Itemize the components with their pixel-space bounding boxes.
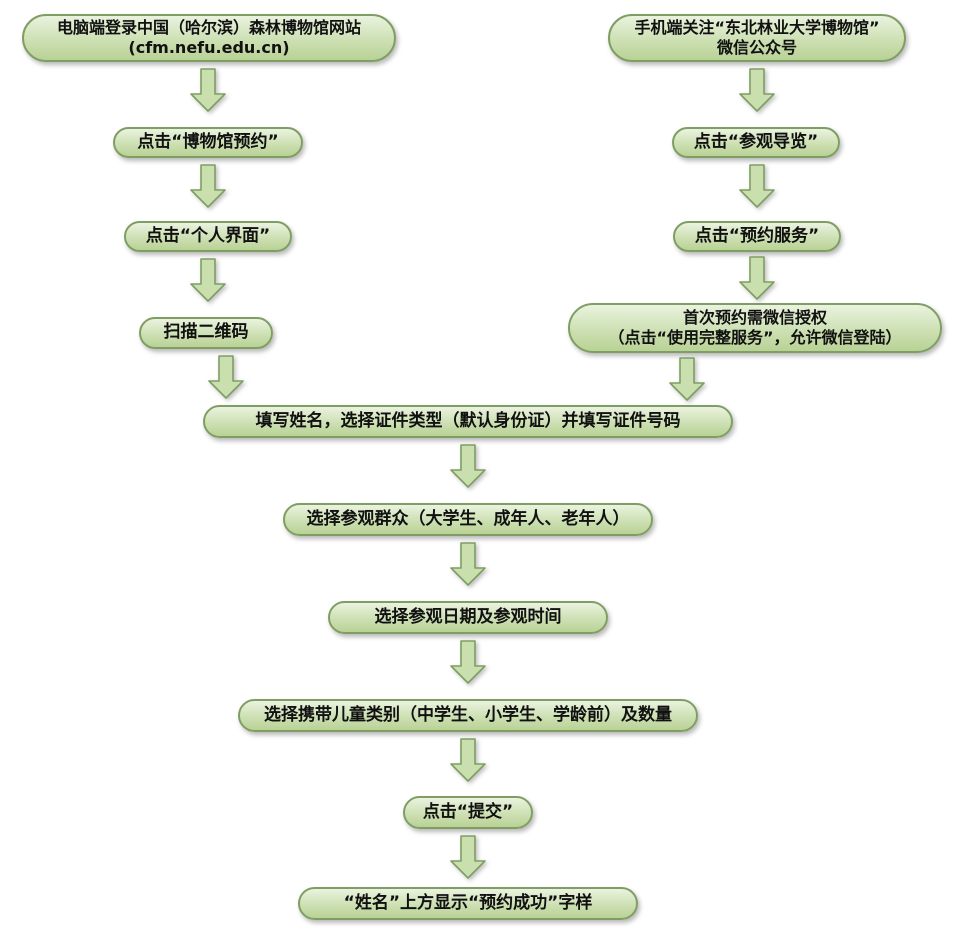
flow-step-label: 选择参观日期及参观时间: [374, 606, 562, 627]
step-fill-name-id: 填写姓名，选择证件类型（默认身份证）并填写证件号码: [203, 405, 733, 438]
flow-step-label: 电脑端登录中国（哈尔滨）森林博物馆网站 (cfm.nefu.edu.cn): [56, 17, 361, 57]
step-select-visitor-group: 选择参观群众（大学生、成年人、老年人）: [283, 503, 653, 536]
down-arrow-icon: [190, 258, 226, 302]
step-click-museum-booking: 点击“博物馆预约”: [113, 127, 303, 158]
step-select-children-category: 选择携带儿童类别（中学生、小学生、学龄前）及数量: [238, 699, 698, 732]
flow-step-label: 点击“提交”: [422, 801, 514, 822]
flow-step-label: 扫描二维码: [163, 322, 249, 343]
flow-step-label: 点击“参观导览”: [693, 131, 819, 152]
step-wechat-follow-account: 手机端关注“东北林业大学博物馆” 微信公众号: [608, 14, 906, 62]
down-arrow-icon: [450, 444, 486, 488]
step-pc-login-website: 电脑端登录中国（哈尔滨）森林博物馆网站 (cfm.nefu.edu.cn): [22, 14, 396, 62]
step-click-personal-page: 点击“个人界面”: [124, 221, 292, 252]
step-first-booking-wechat-auth: 首次预约需微信授权 （点击“使用完整服务”，允许微信登陆）: [568, 303, 942, 353]
flow-step-label: 选择参观群众（大学生、成年人、老年人）: [306, 508, 630, 529]
down-arrow-icon: [450, 640, 486, 684]
down-arrow-icon: [190, 68, 226, 112]
flow-step-label: “姓名”上方显示“预约成功”字样: [343, 892, 593, 913]
flow-step-label: 填写姓名，选择证件类型（默认身份证）并填写证件号码: [255, 410, 681, 431]
down-arrow-icon: [739, 68, 775, 112]
down-arrow-icon: [739, 256, 775, 300]
flow-step-label: 点击“个人界面”: [145, 225, 271, 246]
down-arrow-icon: [739, 164, 775, 208]
down-arrow-icon: [208, 355, 244, 399]
step-scan-qrcode: 扫描二维码: [139, 317, 273, 349]
flow-step-label: 首次预约需微信授权 （点击“使用完整服务”，允许微信登陆）: [608, 307, 902, 347]
flow-step-label: 手机端关注“东北林业大学博物馆” 微信公众号: [634, 17, 880, 57]
down-arrow-icon: [669, 357, 705, 401]
flow-step-label: 选择携带儿童类别（中学生、小学生、学龄前）及数量: [264, 704, 672, 725]
down-arrow-icon: [450, 542, 486, 586]
step-select-date-time: 选择参观日期及参观时间: [328, 601, 608, 634]
down-arrow-icon: [450, 835, 486, 879]
down-arrow-icon: [450, 738, 486, 782]
flow-step-label: 点击“预约服务”: [694, 225, 820, 246]
step-booking-success-message: “姓名”上方显示“预约成功”字样: [298, 887, 638, 920]
step-click-visit-guide: 点击“参观导览”: [672, 127, 840, 158]
step-click-submit: 点击“提交”: [403, 796, 533, 829]
step-click-booking-service: 点击“预约服务”: [673, 221, 841, 252]
down-arrow-icon: [190, 164, 226, 208]
flow-step-label: 点击“博物馆预约”: [137, 131, 279, 152]
